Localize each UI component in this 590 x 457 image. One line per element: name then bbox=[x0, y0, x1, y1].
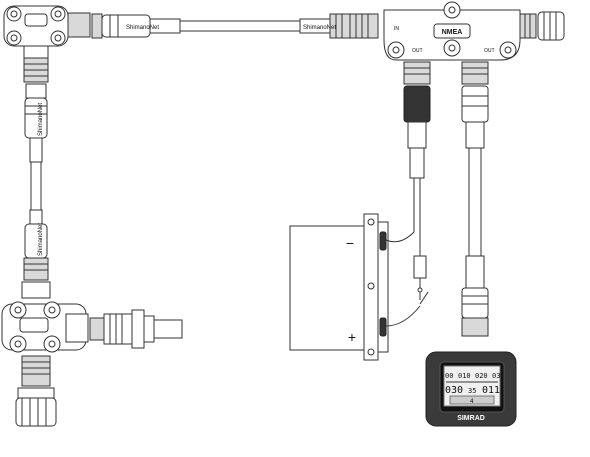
nmea-tee-connector: NMEA OUT OUT IN bbox=[349, 1, 565, 61]
positive-terminal-symbol: + bbox=[348, 329, 356, 345]
simrad-brand: SIMRAD bbox=[457, 415, 485, 422]
cable-label: ShimanoNet bbox=[38, 223, 44, 256]
left-vertical-cable: ShimanoNet ShimanoNet bbox=[23, 57, 49, 281]
compass-tape-2: 020 bbox=[475, 372, 488, 380]
tee-connector-top-left bbox=[3, 5, 91, 59]
simrad-instrument: 00 010 020 03 030 35 011 4 SIMRAD bbox=[425, 351, 517, 427]
compass-tape-1: 010 bbox=[458, 372, 471, 380]
compass-tape-3: 03 bbox=[492, 372, 500, 380]
negative-terminal-symbol: − bbox=[346, 235, 354, 251]
out-label-right: OUT bbox=[484, 48, 495, 54]
right-readout: 011 bbox=[482, 385, 500, 396]
battery: − + bbox=[289, 213, 389, 361]
nmea-brand-label: NMEA bbox=[442, 29, 463, 36]
center-readout: 35 bbox=[468, 387, 476, 395]
drop-cable-left bbox=[403, 61, 431, 300]
fuse bbox=[413, 255, 427, 279]
top-cable: ShimanoNet ShimanoNet bbox=[91, 13, 351, 39]
switch-contact bbox=[417, 287, 423, 293]
indicator-value: 4 bbox=[470, 398, 474, 405]
drop-cable-right bbox=[461, 61, 489, 337]
out-label-left: OUT bbox=[412, 48, 423, 54]
left-readout: 030 bbox=[445, 385, 463, 396]
tee-connector-bottom-left bbox=[1, 281, 89, 427]
in-label: IN bbox=[394, 26, 399, 32]
cable-label: ShimanoNet bbox=[38, 103, 44, 136]
switch-lever bbox=[419, 291, 429, 305]
cable-label: ShimanoNet bbox=[126, 25, 159, 31]
compass-tape-0: 00 bbox=[445, 372, 453, 380]
cable-label: ShimanoNet bbox=[303, 25, 336, 31]
power-wiring bbox=[385, 231, 429, 327]
bulkhead-terminator bbox=[89, 309, 183, 349]
